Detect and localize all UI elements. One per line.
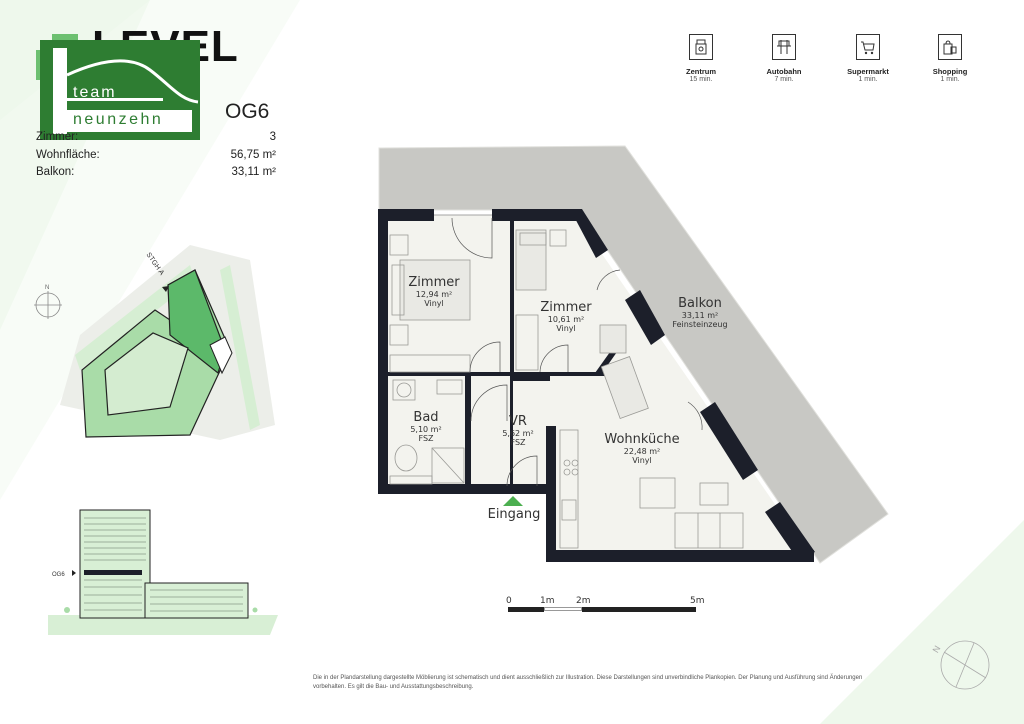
disclaimer-text: Die in der Plandarstellung dargestellte … [313, 675, 863, 690]
logo-bar [67, 110, 192, 132]
staircase-marker-icon [162, 286, 169, 292]
amenity-shopping: Shopping 1 min. [920, 34, 980, 83]
spec-label: Balkon: [36, 166, 75, 178]
amenity-label: Supermarkt [847, 67, 889, 76]
room-label-vr: VR 5,62 m² FSZ [502, 414, 534, 447]
floor-marker-arrow-icon [72, 570, 76, 576]
spec-value: 33,11 m² [231, 166, 276, 178]
amenity-zentrum: Zentrum 15 min. [671, 34, 731, 83]
spec-value: 3 [269, 131, 276, 143]
scale-tick: 0 [506, 596, 512, 606]
site-plan: STGH A N [34, 245, 275, 440]
entrance-arrow-icon [503, 496, 523, 506]
amenity-autobahn: Autobahn 7 min. [754, 34, 814, 83]
scale-tick: 1m [540, 596, 555, 606]
doors [434, 214, 703, 487]
amenity-label: Zentrum [686, 67, 716, 76]
room-label-wohnkueche: Wohnküche 22,48 m² Vinyl [604, 432, 680, 465]
logo-stem [53, 48, 67, 134]
scale-tick: 5m [690, 596, 705, 606]
tree-icon [64, 607, 70, 613]
spec-label: Zimmer: [36, 131, 79, 143]
svg-text:N: N [931, 644, 943, 655]
svg-text:N: N [45, 285, 49, 291]
floor-plan [378, 145, 889, 564]
amenity-time: 15 min. [689, 76, 713, 83]
brand-logo: team neunzehn [40, 40, 200, 140]
entrance-label: Eingang [487, 507, 541, 522]
room-label-balkon: Balkon 33,11 m² Feinsteinzeug [672, 296, 728, 329]
logo-curve-icon [66, 59, 199, 104]
apartment-floor [384, 215, 810, 555]
logo-text-neunzehn: neunzehn [73, 111, 164, 128]
floor-marker-label: OG6 [52, 572, 65, 578]
logo-bar [67, 98, 163, 101]
amenity-time: 1 min. [858, 76, 878, 83]
shopping-cart-icon [856, 34, 880, 60]
building-elevation: OG6 [48, 509, 278, 635]
spec-living-area: Wohnfläche: 56,75 m² [36, 149, 276, 161]
highway-icon [772, 34, 796, 60]
shopping-bag-icon [938, 34, 962, 60]
city-center-icon [689, 34, 713, 60]
north-compass-icon: N [931, 640, 990, 690]
spec-balcony: Balkon: 33,11 m² [36, 166, 276, 178]
logo-text-team: team [73, 84, 117, 101]
furniture [389, 229, 744, 549]
scale-tick: 2m [576, 596, 591, 606]
room-label-zimmer-2: Zimmer 10,61 m² Vinyl [540, 300, 592, 333]
spec-value: 56,75 m² [230, 149, 276, 161]
spec-rooms: Zimmer: 3 [36, 131, 276, 143]
current-floor-highlight [84, 570, 142, 575]
amenity-time: 1 min. [940, 76, 960, 83]
amenity-time: 7 min. [774, 76, 794, 83]
tree-icon [252, 607, 258, 613]
amenity-label: Autobahn [766, 67, 802, 76]
room-label-bad: Bad 5,10 m² FSZ [410, 410, 442, 443]
amenity-label: Shopping [932, 67, 968, 76]
room-label-zimmer-1: Zimmer 12,94 m² Vinyl [408, 275, 460, 308]
floor-label: OG6 [225, 100, 270, 123]
staircase-label: STGH A [145, 252, 166, 277]
spec-label: Wohnfläche: [36, 149, 100, 161]
amenity-supermarkt: Supermarkt 1 min. [838, 34, 898, 83]
